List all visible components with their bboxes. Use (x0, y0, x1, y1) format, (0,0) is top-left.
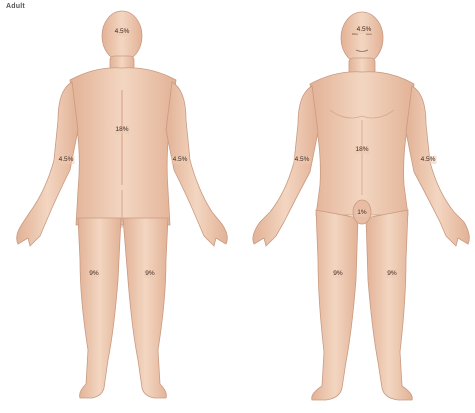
back-trunk-label: 18% (114, 126, 129, 134)
back-right-arm-label: 4.5% (172, 156, 189, 164)
front-head-label: 4.5% (356, 26, 373, 34)
back-left-arm-shape (17, 82, 78, 246)
back-right-leg-label: 9% (144, 270, 155, 278)
front-groin-label: 1% (356, 209, 367, 217)
back-left-arm-label: 4.5% (58, 156, 75, 164)
back-left-leg-shape (78, 218, 121, 398)
front-right-leg-shape (366, 210, 412, 400)
front-left-leg-shape (312, 210, 358, 400)
back-torso-shape (70, 68, 176, 225)
front-trunk-label: 18% (354, 146, 369, 154)
front-right-arm-shape (406, 86, 469, 246)
front-figure (253, 12, 469, 400)
front-left-arm-shape (253, 86, 318, 246)
front-left-arm-label: 4.5% (294, 156, 311, 164)
back-right-leg-shape (123, 218, 168, 398)
back-head-label: 4.5% (114, 28, 131, 36)
chart-title: Adult (6, 3, 25, 10)
back-left-leg-label: 9% (88, 270, 99, 278)
front-right-arm-label: 4.5% (420, 156, 437, 164)
back-head-shape (102, 11, 142, 61)
back-right-arm-shape (166, 82, 227, 246)
back-figure (17, 11, 228, 398)
front-head-shape (341, 12, 383, 64)
front-left-leg-label: 9% (332, 270, 343, 278)
front-right-leg-label: 9% (386, 270, 397, 278)
